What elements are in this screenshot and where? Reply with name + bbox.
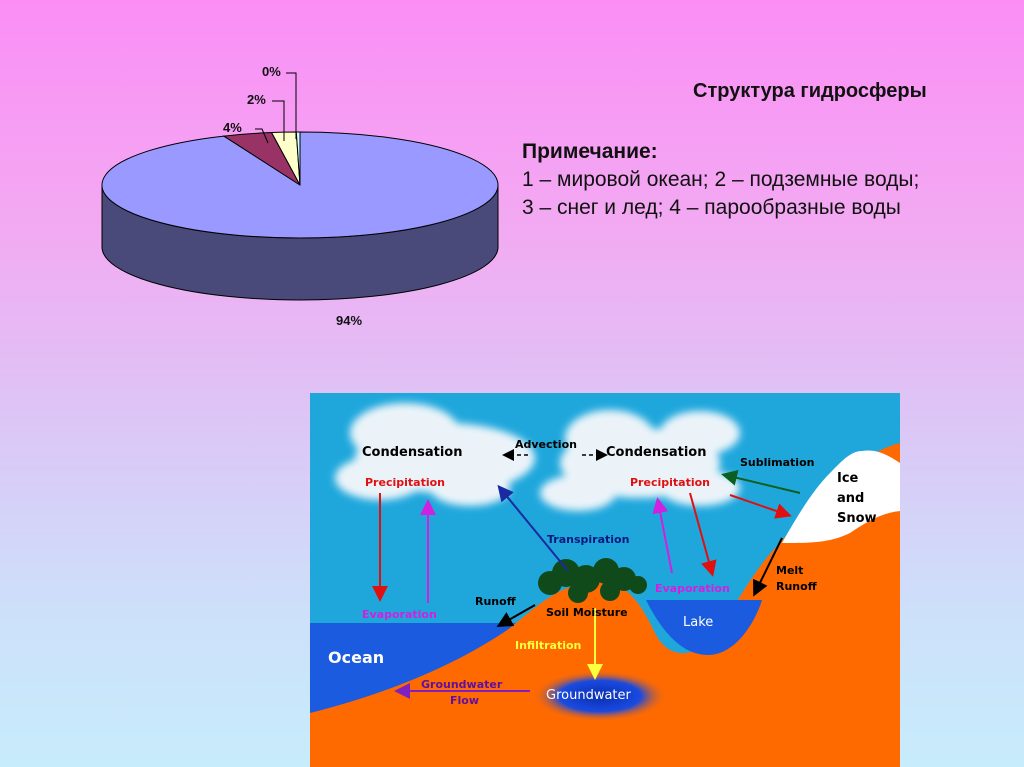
label-lake: Lake (683, 615, 713, 630)
slice-label-snow-ice: 2% (247, 92, 266, 107)
pie-chart-svg (90, 55, 520, 345)
label-evaporation-right: Evaporation (655, 582, 730, 595)
label-and: and (837, 491, 864, 506)
label-precipitation-left: Precipitation (365, 476, 445, 489)
label-ocean: Ocean (328, 648, 384, 667)
label-runoff-melt: Runoff (776, 580, 817, 593)
note-block: Примечание: 1 – мировой океан; 2 – подзе… (522, 138, 919, 222)
label-groundwater-flow-2: Flow (450, 694, 479, 707)
label-sublimation: Sublimation (740, 456, 814, 469)
label-infiltration: Infiltration (515, 639, 581, 652)
note-line-2: 3 – снег и лед; 4 – парообразные воды (522, 194, 919, 222)
label-evaporation-left: Evaporation (362, 608, 437, 621)
slice-label-vapor: 0% (262, 64, 281, 79)
page-title: Структура гидросферы (693, 80, 927, 103)
label-advection: Advection (515, 438, 577, 451)
label-condensation-left: Condensation (362, 445, 462, 460)
label-snow: Snow (837, 511, 877, 526)
note-heading: Примечание: (522, 138, 919, 166)
note-line-1: 1 – мировой океан; 2 – подземные воды; (522, 166, 919, 194)
label-transpiration: Transpiration (547, 533, 629, 546)
label-soil-moisture: Soil Moisture (546, 606, 628, 619)
label-condensation-right: Condensation (606, 445, 706, 460)
label-runoff: Runoff (475, 595, 516, 608)
water-cycle-diagram: Condensation Advection Condensation Subl… (310, 393, 900, 767)
label-precipitation-right: Precipitation (630, 476, 710, 489)
label-ice: Ice (837, 471, 858, 486)
label-groundwater-flow: Groundwater (421, 678, 502, 691)
pie-leader-line-0 (286, 73, 296, 139)
label-groundwater: Groundwater (546, 688, 631, 703)
pie-chart: 0% 2% 4% 94% (90, 55, 520, 345)
slice-label-groundwater: 4% (223, 120, 242, 135)
label-melt: Melt (776, 564, 803, 577)
slice-label-ocean: 94% (336, 313, 362, 328)
